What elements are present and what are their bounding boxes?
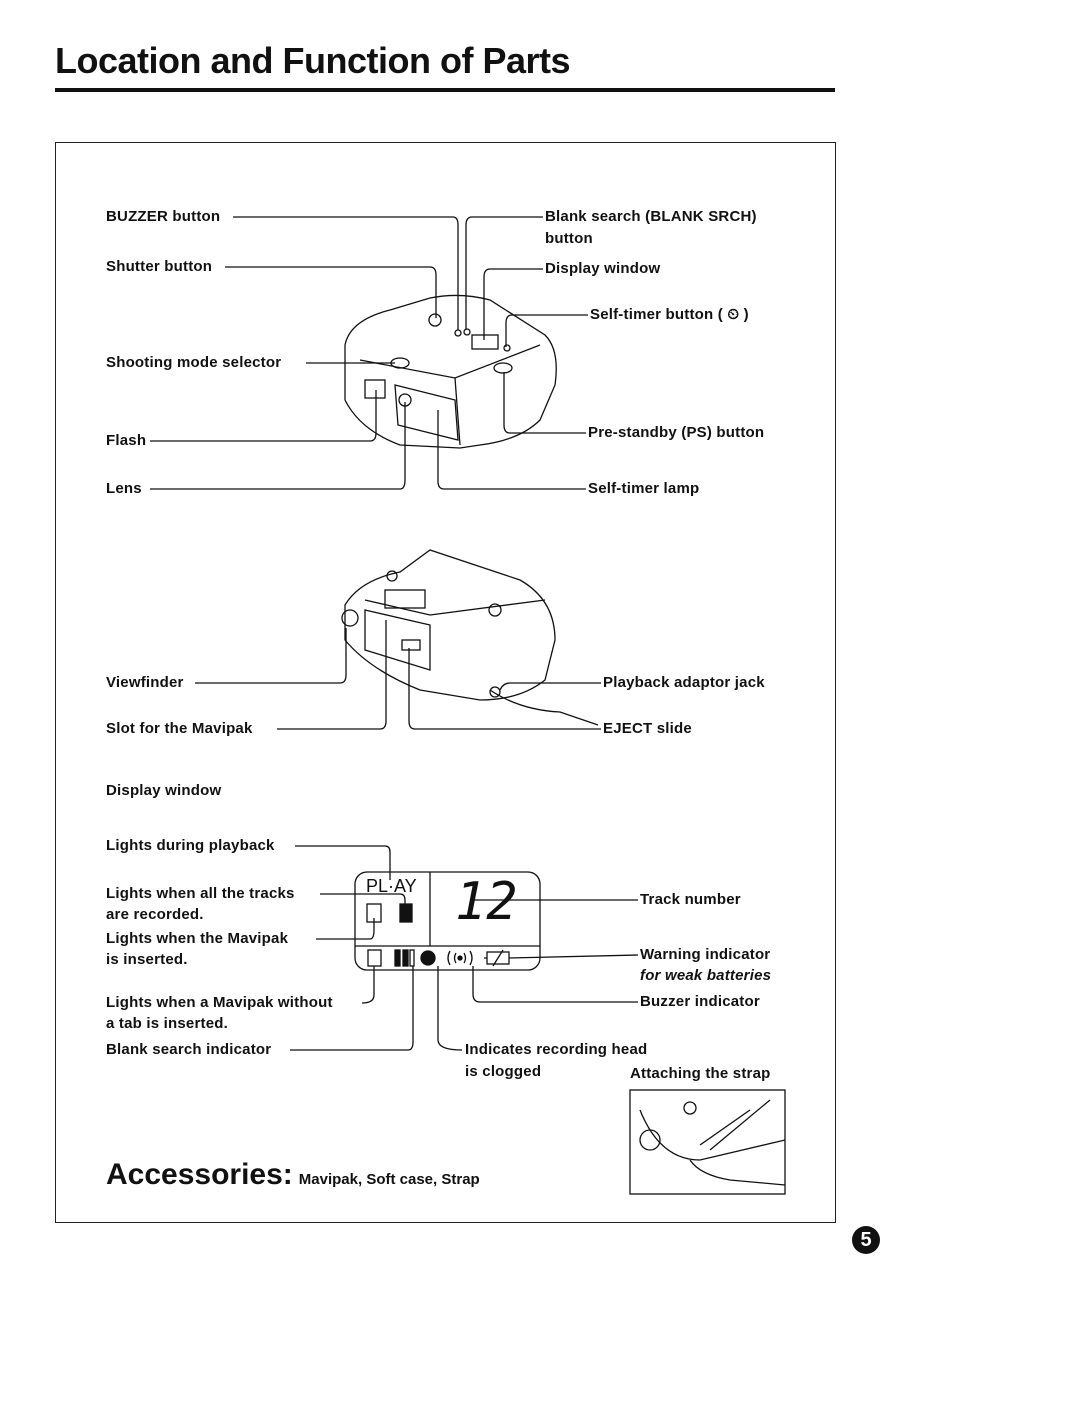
accessories-label: Accessories: (106, 1158, 293, 1191)
page-number: 5 (852, 1226, 880, 1254)
lcd-play-indicator: PL·AY (366, 876, 417, 896)
label-self-timer-button: Self-timer button ( ⏲ ) (590, 306, 749, 323)
label-warning-indicator: Warning indicator (640, 946, 771, 963)
label-mavipak-without-tab: Lights when a Mavipak without (106, 994, 333, 1011)
label-viewfinder: Viewfinder (106, 674, 184, 691)
title-underline (55, 88, 835, 92)
label-blank-search-indicator: Blank search indicator (106, 1041, 272, 1058)
label-mavipak-without-tab-cont: a tab is inserted. (106, 1015, 228, 1032)
label-weak-batteries: for weak batteries (640, 967, 772, 984)
label-mavipak-inserted: Lights when the Mavipak (106, 930, 289, 947)
label-shutter-button: Shutter button (106, 258, 213, 275)
label-all-tracks-recorded: Lights when all the tracks (106, 885, 295, 902)
page-title: Location and Function of Parts (55, 40, 571, 81)
label-buzzer-indicator: Buzzer indicator (640, 993, 760, 1010)
label-flash: Flash (106, 432, 147, 449)
camera-top-illustration (344, 294, 557, 449)
label-eject-slide: EJECT slide (603, 720, 692, 737)
label-buzzer-button: BUZZER button (106, 208, 221, 225)
label-playback-adaptor-jack: Playback adaptor jack (603, 674, 765, 691)
accessories-heading: Accessories: Mavipak, Soft case, Strap (106, 1158, 480, 1192)
label-self-timer-lamp: Self-timer lamp (588, 480, 700, 497)
camera-rear-illustration (341, 549, 599, 726)
label-shooting-mode-selector: Shooting mode selector (106, 354, 282, 371)
content-frame (55, 142, 836, 1223)
strap-illustration (629, 1089, 786, 1195)
label-recording-head-clogged-cont: is clogged (465, 1063, 542, 1080)
label-blank-search-button: Blank search (BLANK SRCH) (545, 208, 757, 225)
label-all-tracks-recorded-cont: are recorded. (106, 906, 204, 923)
label-lens: Lens (106, 480, 142, 497)
label-mavipak-inserted-cont: is inserted. (106, 951, 188, 968)
lcd-illustration (354, 871, 541, 971)
label-lights-during-playback: Lights during playback (106, 837, 275, 854)
label-pre-standby-button: Pre-standby (PS) button (588, 424, 765, 441)
strap-caption: Attaching the strap (630, 1065, 771, 1082)
display-window-heading: Display window (106, 782, 222, 799)
label-display-window: Display window (545, 260, 661, 277)
lcd-track-number: 12 (455, 872, 518, 932)
accessories-items: Mavipak, Soft case, Strap (298, 1171, 480, 1188)
label-track-number: Track number (640, 891, 741, 908)
label-recording-head-clogged: Indicates recording head (465, 1041, 648, 1058)
label-mavipak-slot: Slot for the Mavipak (106, 720, 253, 737)
label-blank-search-button-cont: button (545, 230, 593, 247)
